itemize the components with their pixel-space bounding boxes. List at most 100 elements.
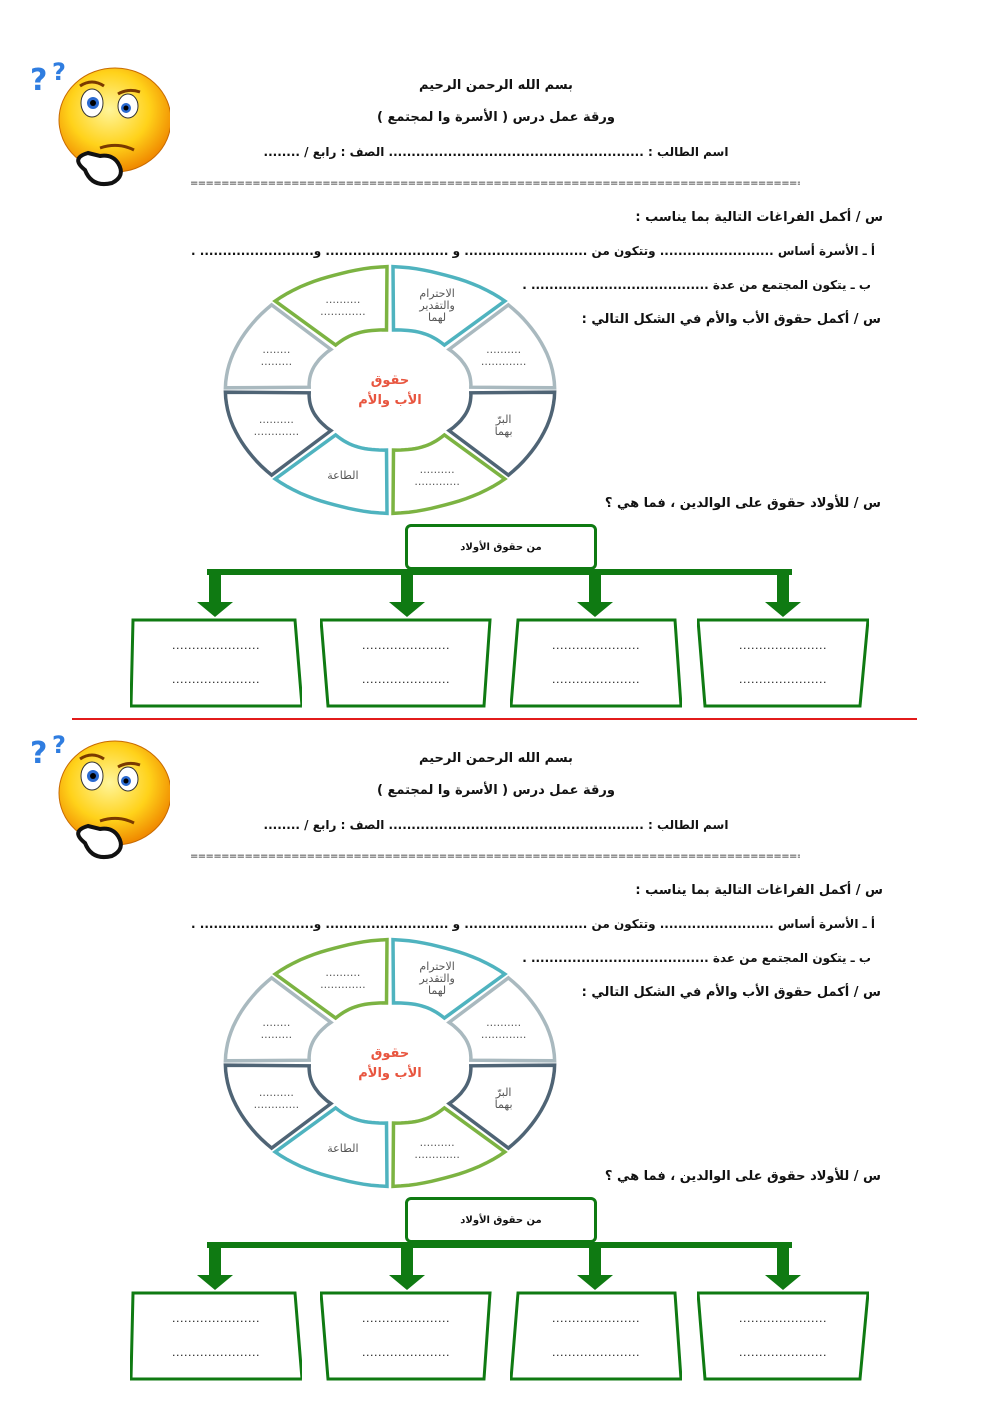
wheel-segment-label: .......... (259, 1086, 294, 1099)
answer-blank[interactable]: ...................... (739, 1346, 827, 1359)
down-arrow-icon (197, 1275, 233, 1290)
arrow-shaft (401, 572, 413, 602)
wheel-segment-label: ............. (414, 1148, 459, 1161)
wheel-segment (272, 432, 389, 516)
answer-blank[interactable]: ...................... (739, 673, 827, 686)
wheel-segment-label: .......... (420, 1136, 455, 1149)
down-arrow-icon (197, 602, 233, 617)
wheel-segment (446, 390, 557, 478)
wheel-segment-label: البرّ (495, 1086, 512, 1099)
svg-text:?: ? (30, 63, 47, 98)
student-name-grade-line: اسم الطالب : ...........................… (263, 818, 729, 832)
question-fill-blanks: س / أكمل الفراغات التالية بما يناسب : (635, 210, 883, 225)
answer-box[interactable]: ........................................… (319, 1290, 492, 1382)
worksheet: ? ? بسم الله الرحمن الرحيم ورقة عمل درس … (0, 0, 992, 708)
answer-blank[interactable]: ...................... (552, 1312, 640, 1325)
wheel-segment-label: .......... (259, 413, 294, 426)
answer-blank[interactable]: ...................... (739, 639, 827, 652)
down-arrow-icon (389, 1275, 425, 1290)
wheel-segment-label: لهما (428, 984, 446, 997)
children-rights-root-box: من حقوق الأولاد (405, 524, 597, 570)
wheel-segment (223, 1063, 334, 1151)
thinking-smiley-icon: ? ? (30, 731, 170, 860)
answer-blank[interactable]: ...................... (172, 1312, 260, 1325)
wheel-segment (223, 302, 334, 390)
question-fill-blanks: س / أكمل الفراغات التالية بما يناسب : (635, 883, 883, 898)
answer-blank[interactable]: ...................... (172, 673, 260, 686)
down-arrow-icon (765, 602, 801, 617)
wheel-segment-label: ............. (481, 355, 526, 368)
wheel-segment (223, 975, 334, 1063)
down-arrow-icon (577, 602, 613, 617)
answer-blank[interactable]: ...................... (552, 1346, 640, 1359)
wheel-segment-label: والتقدير (418, 972, 455, 985)
wheel-segment (391, 264, 508, 348)
wheel-segment (223, 390, 334, 478)
wheel-segment-label: ............. (254, 425, 299, 438)
answer-box[interactable]: ........................................… (696, 617, 870, 709)
wheel-segment-label: الطاعة (327, 1142, 358, 1155)
wheel-segment-label: ......... (261, 1028, 292, 1041)
wheel-segment-label: ............. (254, 1098, 299, 1111)
wheel-center-title: حقوق (371, 1046, 410, 1061)
answer-blank[interactable]: ...................... (552, 673, 640, 686)
wheel-segment-label: ............. (481, 1028, 526, 1041)
arrow-shaft (209, 1245, 221, 1275)
wheel-segment (391, 937, 508, 1021)
wheel-center-title: الأب والأم (358, 1064, 421, 1081)
answer-box[interactable]: ........................................… (509, 1290, 683, 1382)
section-divider (72, 718, 917, 720)
wheel-segment-label: ........ (262, 343, 290, 356)
worksheet-title: ورقة عمل درس ( الأسرة وا لمجتمع ) (377, 783, 615, 798)
parents-rights-wheel: الاحتراموالتقديرلهما....................… (223, 264, 557, 516)
wheel-segment (272, 1105, 389, 1189)
question-children-rights: س / للأولاد حقوق على الوالدين ، فما هي ؟ (604, 1169, 881, 1184)
answer-blank[interactable]: ...................... (362, 639, 450, 652)
connector-arrows (197, 1239, 801, 1290)
wheel-segment-label: الطاعة (327, 469, 358, 482)
arrow-shaft (209, 572, 221, 602)
arrow-shaft (401, 1245, 413, 1275)
connector-arrows (197, 566, 801, 617)
wheel-segment (446, 975, 557, 1063)
answer-box[interactable]: ........................................… (696, 1290, 870, 1382)
wheel-center-title: حقوق (371, 373, 410, 388)
answer-blank[interactable]: ...................... (172, 1346, 260, 1359)
arrow-shaft (589, 1245, 601, 1275)
student-name-grade-line: اسم الطالب : ...........................… (263, 145, 729, 159)
question-a-family: أ ـ الأسرة أساس ........................… (191, 917, 875, 931)
wheel-segment-label: ............. (320, 305, 365, 318)
answer-box[interactable]: ........................................… (319, 617, 492, 709)
wheel-segment-label: ............. (320, 978, 365, 991)
wheel-segment-label: بهما (495, 1098, 513, 1111)
answer-blank[interactable]: ...................... (362, 673, 450, 686)
wheel-segment-label: الاحترام (419, 287, 454, 300)
down-arrow-icon (389, 602, 425, 617)
answer-blank[interactable]: ...................... (172, 639, 260, 652)
arrow-shaft (777, 572, 789, 602)
arrow-shaft (777, 1245, 789, 1275)
children-rights-diagram: من حقوق الأولاد ........................… (125, 1195, 875, 1385)
wheel-segment-label: .......... (325, 293, 360, 306)
answer-box[interactable]: ........................................… (509, 617, 683, 709)
question-b-society: ب ـ يتكون المجتمع من عدة ...............… (522, 278, 871, 292)
answer-box[interactable]: ........................................… (129, 1290, 304, 1382)
wheel-segment (272, 937, 389, 1021)
svg-text:?: ? (30, 736, 47, 771)
answer-blank[interactable]: ...................... (739, 1312, 827, 1325)
wheel-segment (391, 432, 508, 516)
question-b-society: ب ـ يتكون المجتمع من عدة ...............… (522, 951, 871, 965)
answer-blank[interactable]: ...................... (362, 1346, 450, 1359)
basmala: بسم الله الرحمن الرحيم (419, 751, 573, 766)
answer-blank[interactable]: ...................... (362, 1312, 450, 1325)
question-parents-rights: س / أكمل حقوق الأب والأم في الشكل التالي… (581, 985, 881, 1000)
answer-blank[interactable]: ...................... (552, 639, 640, 652)
wheel-segment (391, 1105, 508, 1189)
worksheet: ? ? بسم الله الرحمن الرحيم ورقة عمل درس … (0, 673, 992, 1381)
wheel-segment-label: ......... (261, 355, 292, 368)
worksheet-title: ورقة عمل درس ( الأسرة وا لمجتمع ) (377, 110, 615, 125)
wheel-segment-label: ............. (414, 475, 459, 488)
children-rights-root-box: من حقوق الأولاد (405, 1197, 597, 1243)
wheel-segment-label: .......... (486, 343, 521, 356)
